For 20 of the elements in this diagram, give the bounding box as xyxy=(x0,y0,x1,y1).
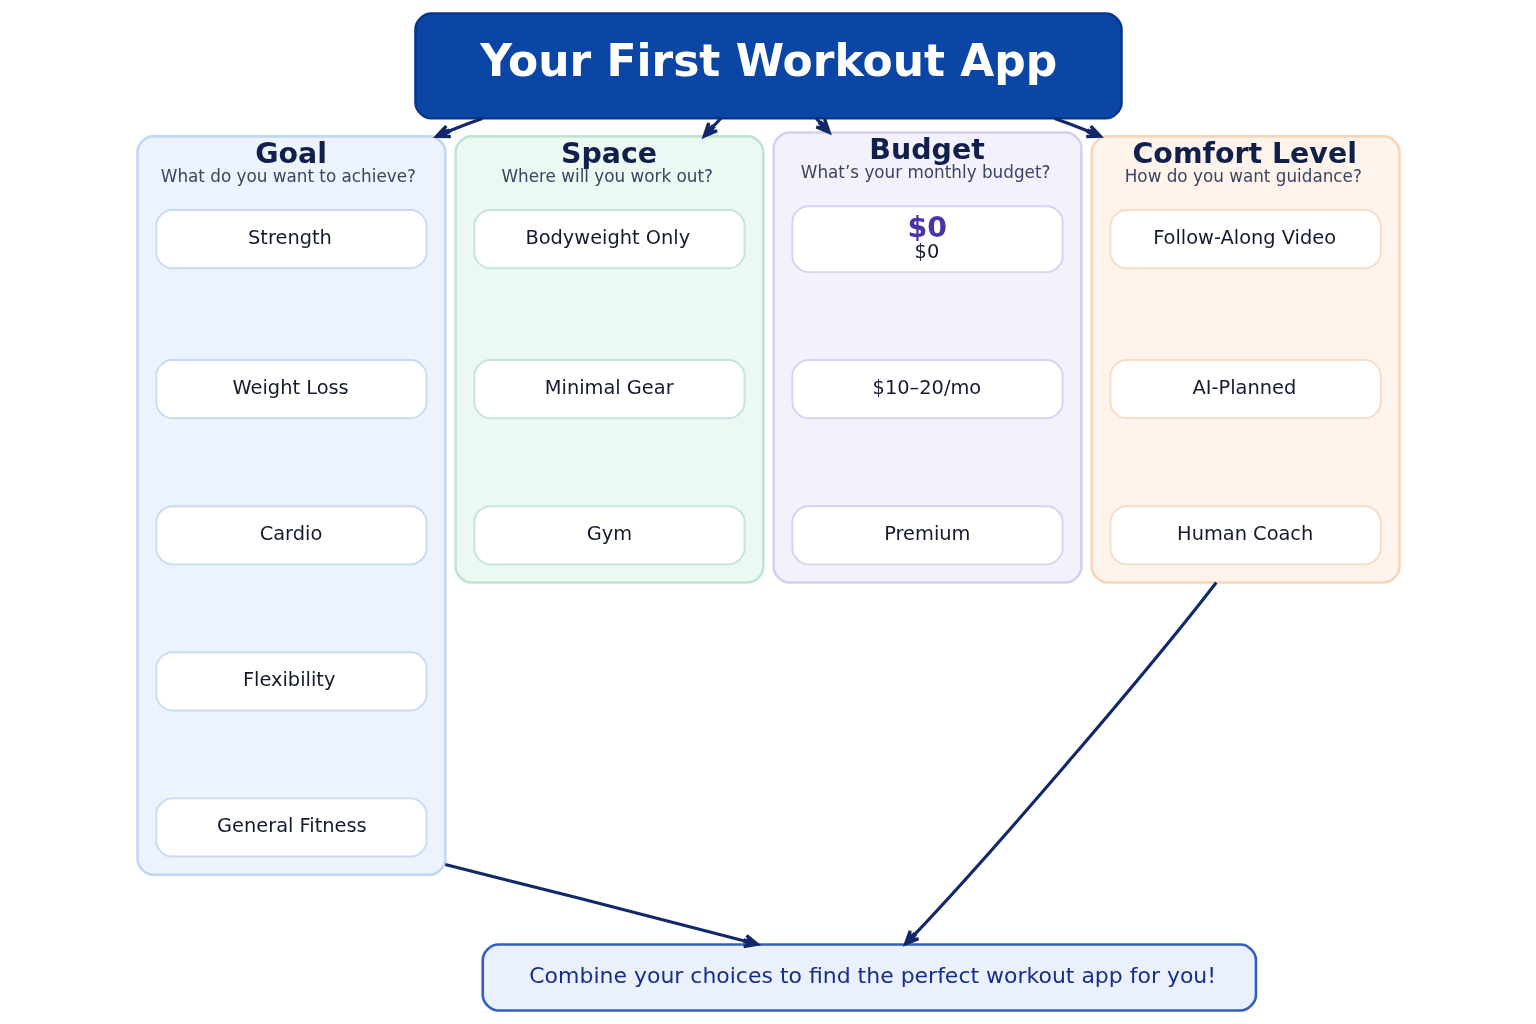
node-box: Follow-Along Video xyxy=(1109,209,1382,270)
node-box: Your First Workout App xyxy=(413,12,1123,120)
node-box: AI-Planned xyxy=(1109,359,1382,420)
node-box: Strength xyxy=(154,209,427,270)
node-box: Premium xyxy=(790,505,1064,566)
node-box: $10–20/mo xyxy=(790,359,1064,420)
node-box: Cardio xyxy=(154,505,427,566)
node-box: Bodyweight Only xyxy=(472,209,746,270)
node-box: $0 $0 xyxy=(790,205,1064,274)
arrow xyxy=(434,116,483,139)
arrow xyxy=(1053,116,1102,139)
arrow xyxy=(444,863,759,949)
node-box: General Fitness xyxy=(154,797,427,858)
node-box: Gym xyxy=(472,505,746,566)
node-box: Weight Loss xyxy=(154,359,427,420)
node-box: Human Coach xyxy=(1109,505,1382,566)
arrow xyxy=(903,581,1217,946)
node-box: Flexibility xyxy=(154,651,427,712)
node-box: Combine your choices to find the perfect workout app for you! xyxy=(480,943,1257,1012)
node-box: Minimal Gear xyxy=(472,359,746,420)
